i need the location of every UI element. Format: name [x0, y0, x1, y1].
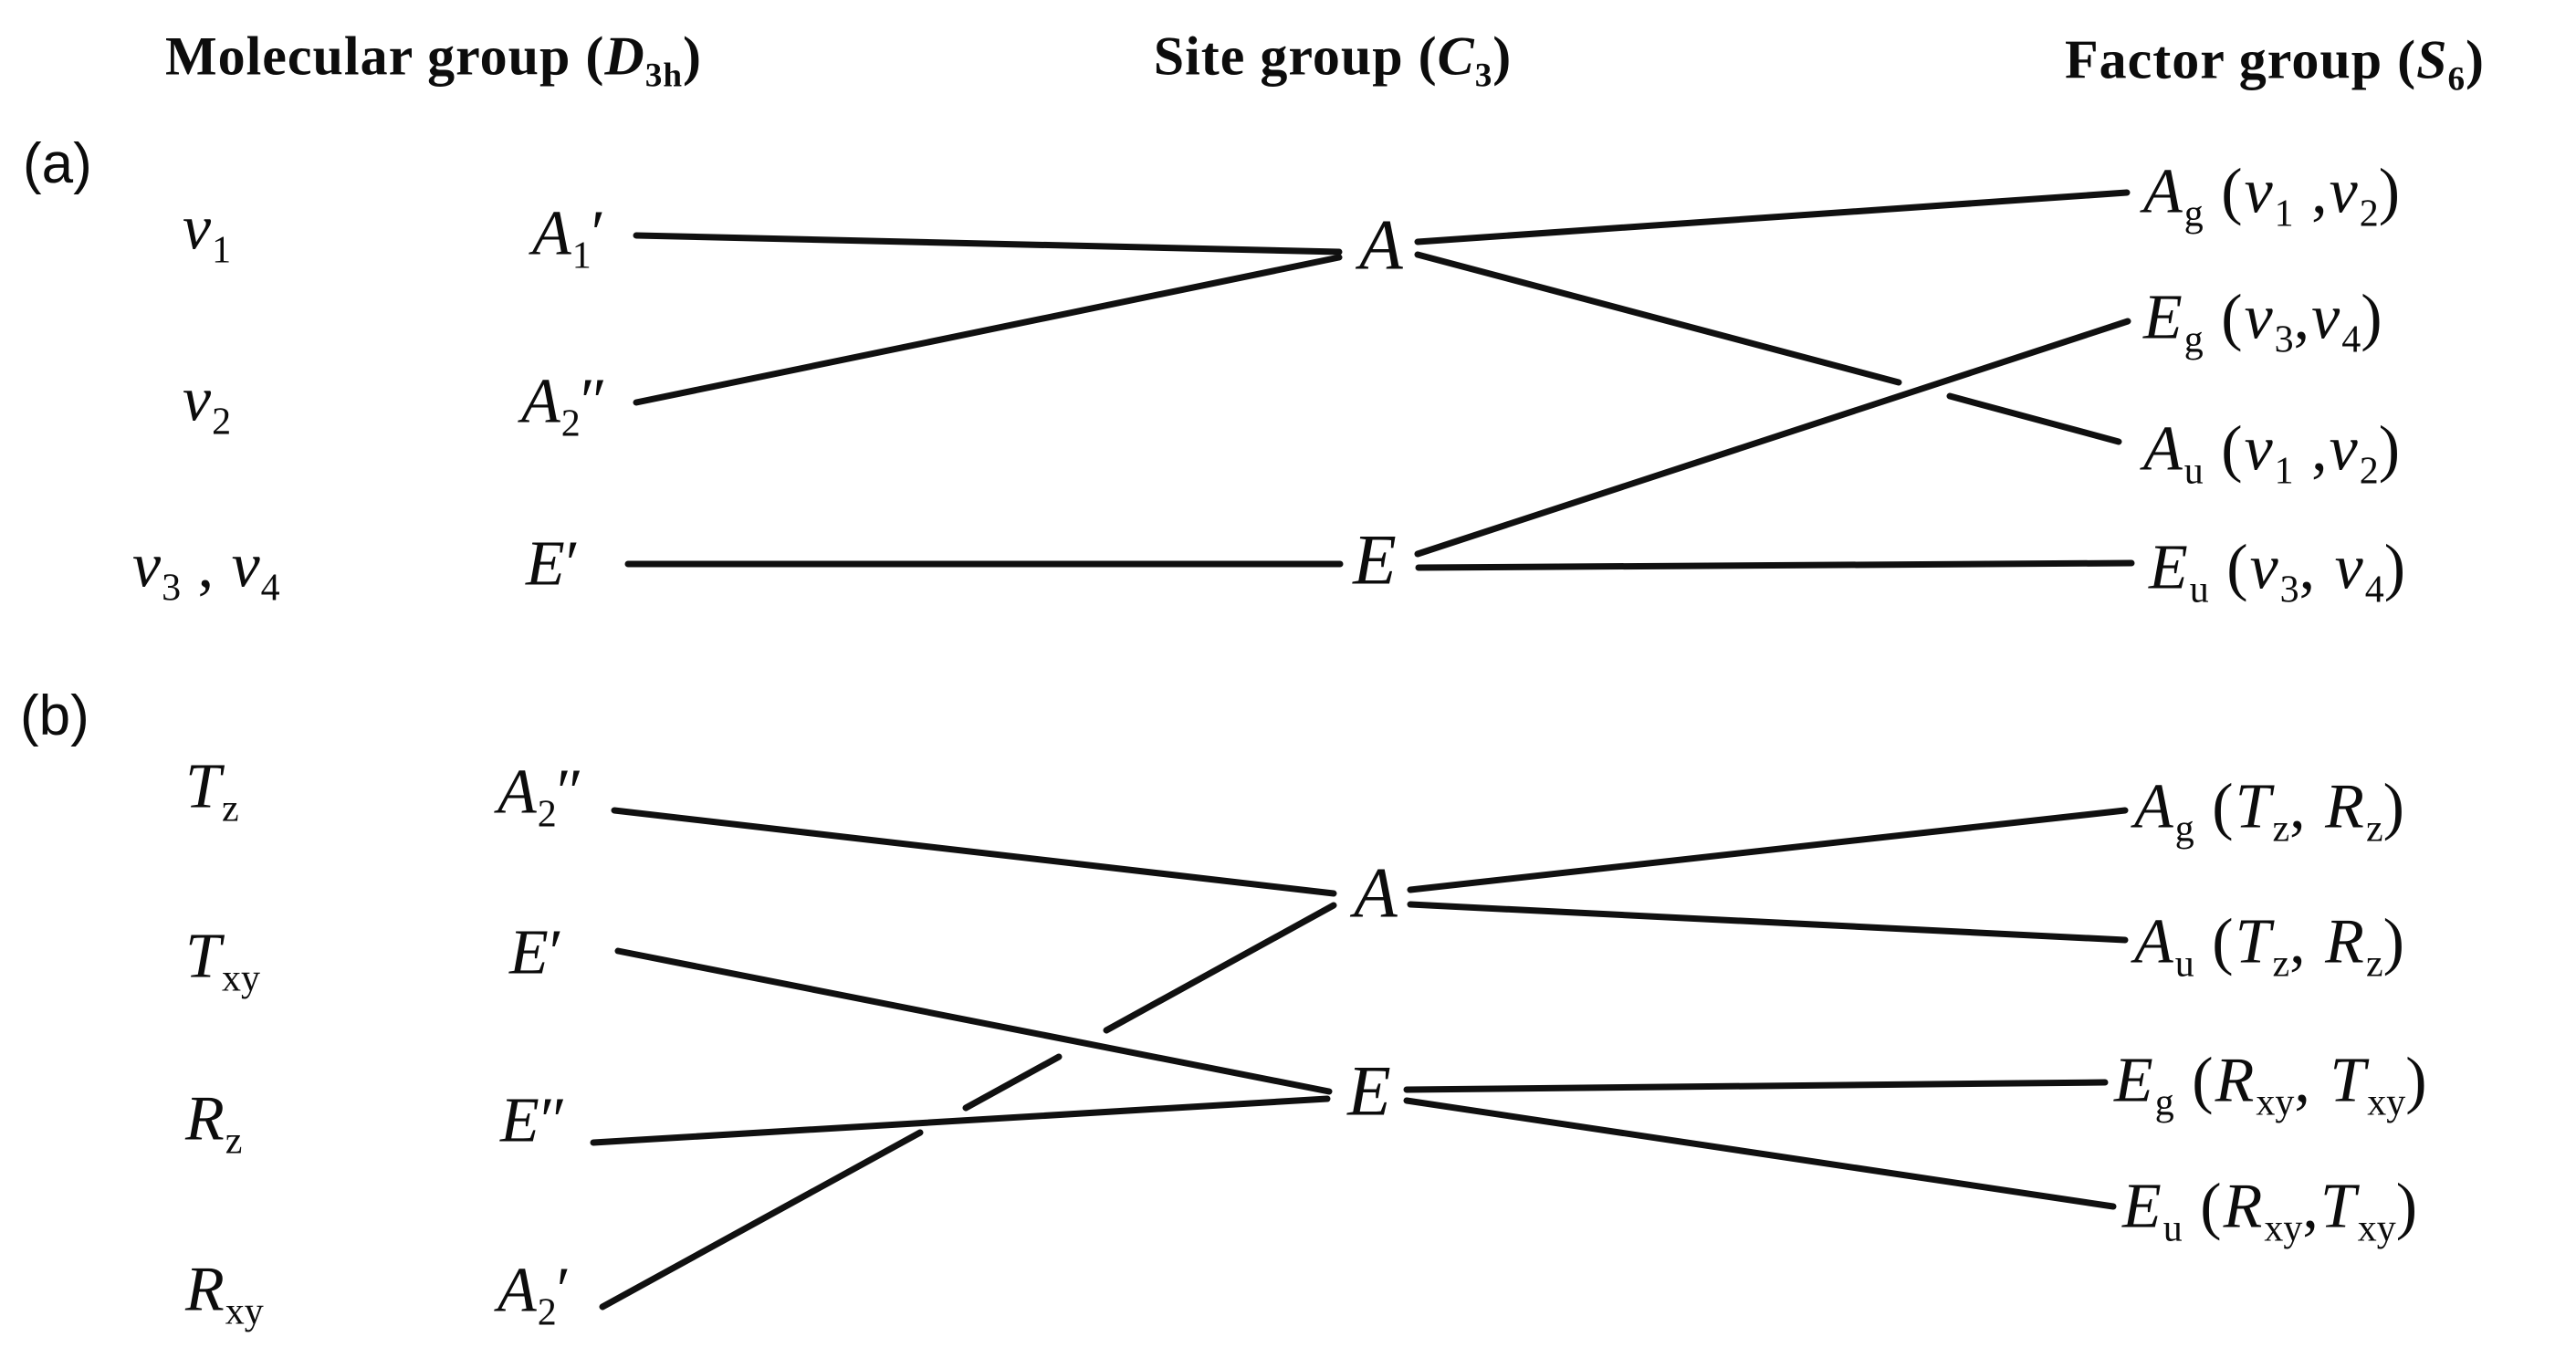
a-molecular-a2-dprime: A2″ — [521, 366, 608, 445]
a-factor-eu: Eu (ν3, ν4) — [2149, 532, 2408, 611]
b-molecular-e-prime: E′ — [509, 917, 565, 988]
b-factor-eg: Eg (Rxy, Txy) — [2114, 1045, 2429, 1124]
b-motion-txy: Txy — [185, 921, 260, 1000]
panel-a-label: (a) — [23, 132, 92, 196]
b-site-a: A — [1354, 852, 1398, 933]
b-molecular-a2-dprime: A2″ — [497, 757, 584, 836]
a-molecular-a1-prime: A1′ — [532, 198, 607, 277]
column-header-site-group: Site group (C3) — [1153, 26, 1513, 95]
a-line-site-a-to-ag — [1414, 189, 2131, 245]
b-factor-au: Au (Tz, Rz) — [2134, 906, 2406, 986]
b-factor-ag: Ag (Tz, Rz) — [2134, 771, 2406, 851]
a-line-site-a-to-au-seg1 — [1414, 251, 1902, 386]
b-line-edprime-to-site-e — [590, 1095, 1331, 1146]
a-mode-nu3-nu4: ν3 , ν4 — [132, 530, 280, 610]
a-factor-ag: Ag (ν1 ,ν2) — [2143, 156, 2403, 235]
b-line-site-e-to-eu — [1403, 1097, 2117, 1210]
b-motion-rxy: Rxy — [185, 1254, 264, 1333]
a-site-a: A — [1359, 204, 1403, 285]
b-motion-tz: Tz — [185, 751, 239, 830]
a-line-site-e-to-eu — [1415, 559, 2135, 571]
a-site-e: E — [1353, 519, 1397, 600]
b-line-site-a-to-au — [1407, 901, 2129, 944]
a-molecular-e-prime: E′ — [526, 528, 581, 600]
a-line-site-e-to-eg — [1414, 318, 2131, 558]
b-line-site-e-to-eg — [1403, 1079, 2109, 1093]
column-header-factor-group: Factor group (S6) — [2064, 29, 2486, 99]
b-line-a2prime-to-site-a-seg3 — [1103, 902, 1337, 1034]
b-motion-rz: Rz — [185, 1083, 243, 1163]
b-line-a2prime-to-site-a-seg1 — [599, 1129, 924, 1311]
b-site-e: E — [1347, 1050, 1391, 1131]
b-factor-eu: Eu (Rxy,Txy) — [2122, 1171, 2420, 1250]
b-line-site-a-to-ag — [1407, 807, 2129, 893]
b-molecular-a2-prime: A2′ — [497, 1255, 572, 1334]
b-line-a2dprime-to-site-a — [611, 807, 1337, 897]
a-factor-eg: Eg (ν3,ν4) — [2143, 282, 2384, 361]
a-mode-nu2: ν2 — [183, 364, 232, 444]
column-header-molecular-group: Molecular group (D3h) — [164, 26, 703, 95]
panel-b-label: (b) — [20, 684, 89, 748]
a-line-site-a-to-au-seg2 — [1946, 392, 2122, 445]
a-factor-au: Au (ν1 ,ν2) — [2143, 413, 2403, 493]
b-line-a2prime-to-site-a-seg2 — [962, 1053, 1063, 1112]
a-mode-nu1: ν1 — [183, 193, 232, 272]
b-line-eprime-to-site-e — [614, 947, 1333, 1095]
b-molecular-e-dprime: E″ — [500, 1085, 568, 1156]
a-line-a2dprime-to-site-a — [633, 254, 1343, 406]
a-line-a1prime-to-site-a — [633, 232, 1343, 256]
